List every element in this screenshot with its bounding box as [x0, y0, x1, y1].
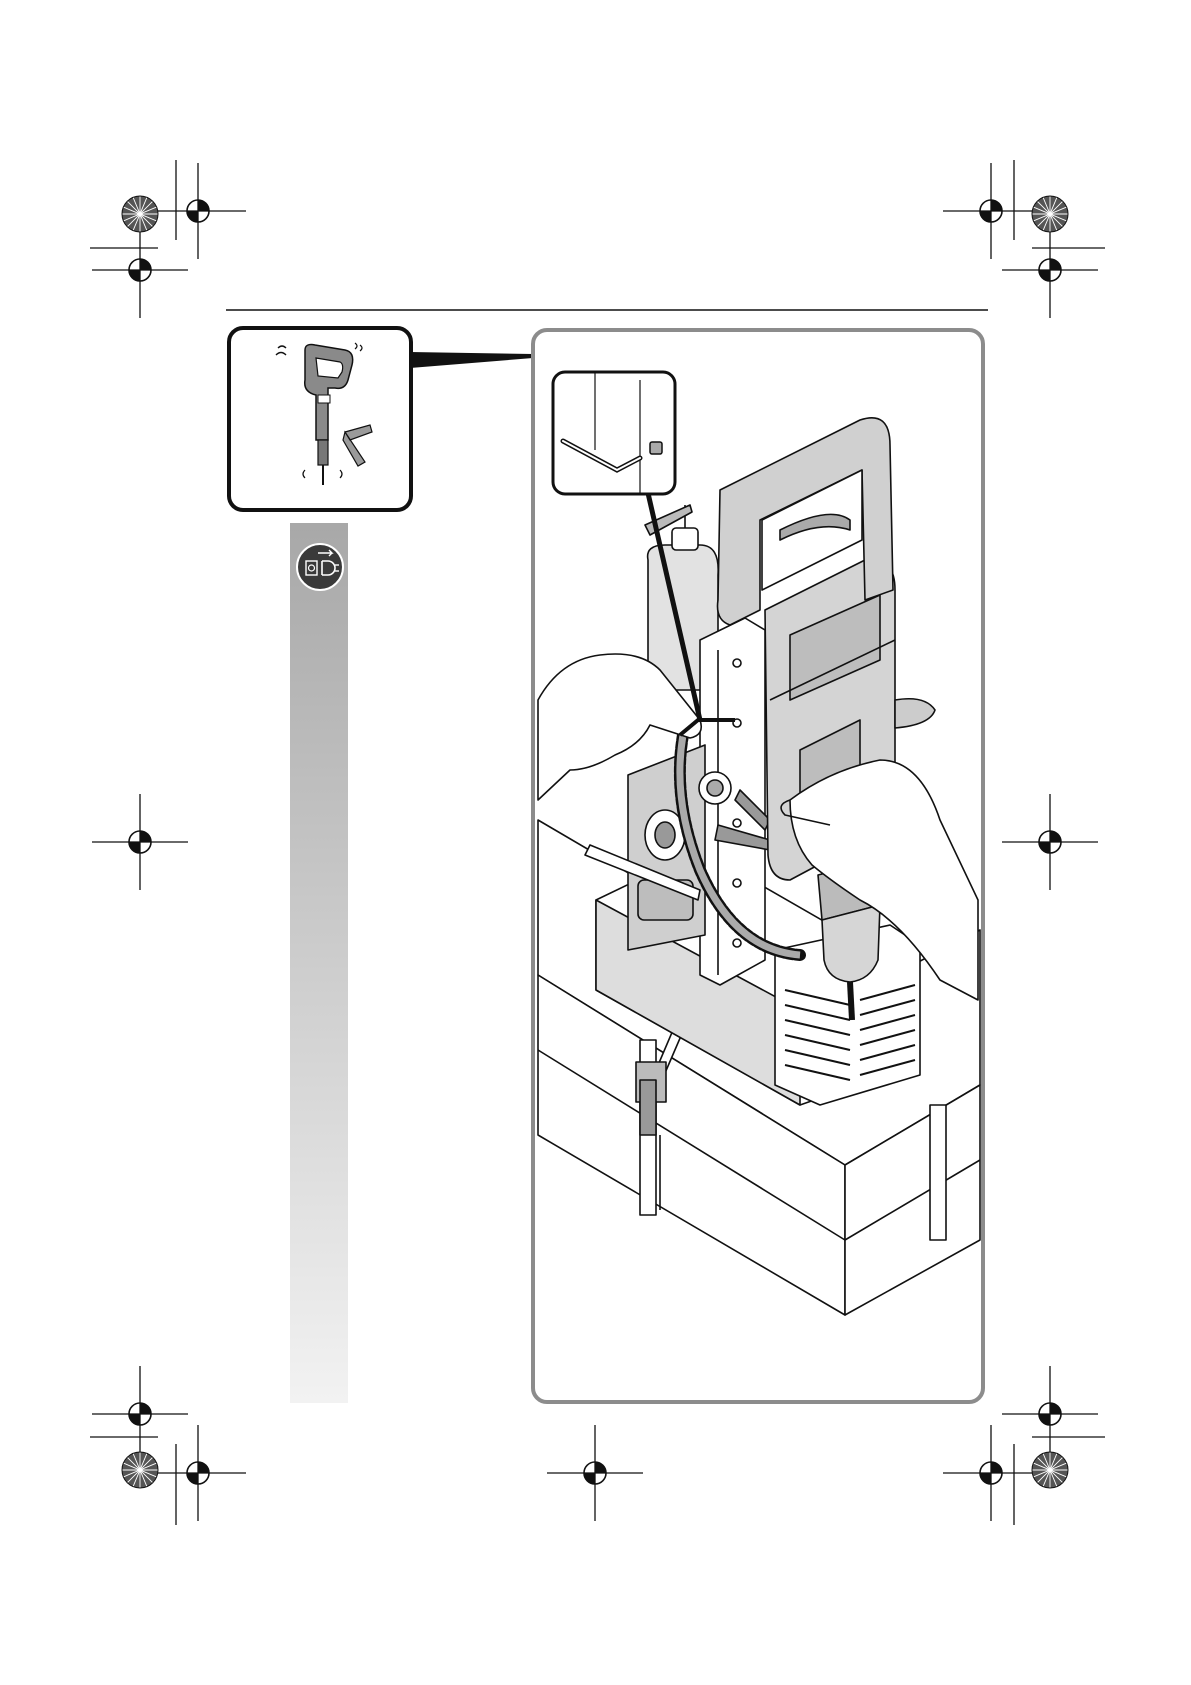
drill-vibration-inset	[229, 328, 411, 510]
unplug-icon	[297, 544, 343, 590]
inset-connector	[410, 352, 533, 368]
set-screw-icon	[650, 442, 662, 454]
registration-mark-icon	[92, 1366, 188, 1462]
registration-mark-icon	[92, 794, 188, 890]
registration-mark-icon	[150, 163, 246, 259]
registration-mark-icon	[1002, 794, 1098, 890]
color-target-icon	[1032, 196, 1068, 232]
registration-mark-icon	[1002, 1366, 1098, 1462]
registration-mark-icon	[92, 222, 188, 318]
registration-mark-icon	[943, 1425, 1039, 1521]
registration-mark-icon	[547, 1425, 643, 1521]
hex-key-detail-inset	[553, 372, 675, 494]
side-band	[290, 523, 348, 1403]
registration-mark-icon	[150, 1425, 246, 1521]
color-target-icon	[122, 1452, 158, 1488]
color-target-icon	[1032, 1452, 1068, 1488]
color-target-icon	[122, 196, 158, 232]
registration-mark-icon	[1002, 222, 1098, 318]
registration-mark-icon	[943, 163, 1039, 259]
